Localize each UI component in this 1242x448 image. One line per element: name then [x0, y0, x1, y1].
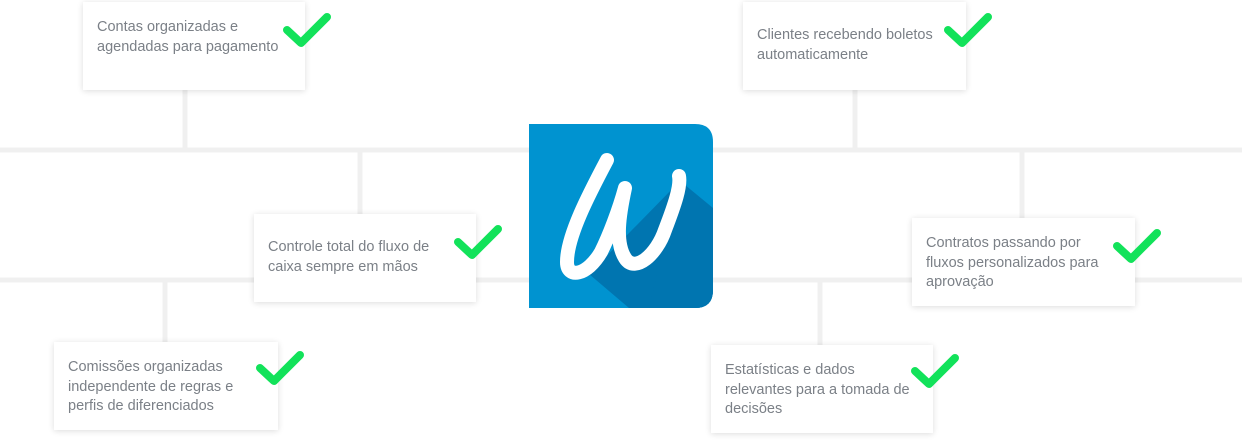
feature-card-text: Estatísticas e dados relevantes para a t… — [725, 362, 910, 417]
check-icon — [256, 351, 304, 385]
feature-card-contas: Contas organizadas e agendadas para paga… — [83, 2, 305, 90]
check-icon — [944, 13, 992, 47]
feature-card-text: Clientes recebendo boletos automaticamen… — [757, 27, 933, 63]
feature-card-controle: Controle total do fluxo de caixa sempre … — [254, 214, 476, 302]
check-icon — [911, 354, 959, 388]
feature-card-estatisticas: Estatísticas e dados relevantes para a t… — [711, 345, 933, 433]
check-icon — [283, 13, 331, 47]
feature-card-text: Comissões organizadas independente de re… — [68, 359, 234, 414]
check-icon — [454, 225, 502, 259]
check-icon — [1113, 229, 1161, 263]
feature-card-clientes: Clientes recebendo boletos automaticamen… — [743, 2, 966, 90]
feature-card-text: Contas organizadas e agendadas para paga… — [97, 19, 279, 55]
feature-card-text: Controle total do fluxo de caixa sempre … — [268, 239, 430, 275]
feature-card-contratos: Contratos passando por fluxos personaliz… — [912, 218, 1135, 306]
feature-card-text: Contratos passando por fluxos personaliz… — [926, 235, 1099, 290]
w-logo-icon — [529, 124, 713, 308]
feature-card-comissoes: Comissões organizadas independente de re… — [54, 342, 278, 430]
